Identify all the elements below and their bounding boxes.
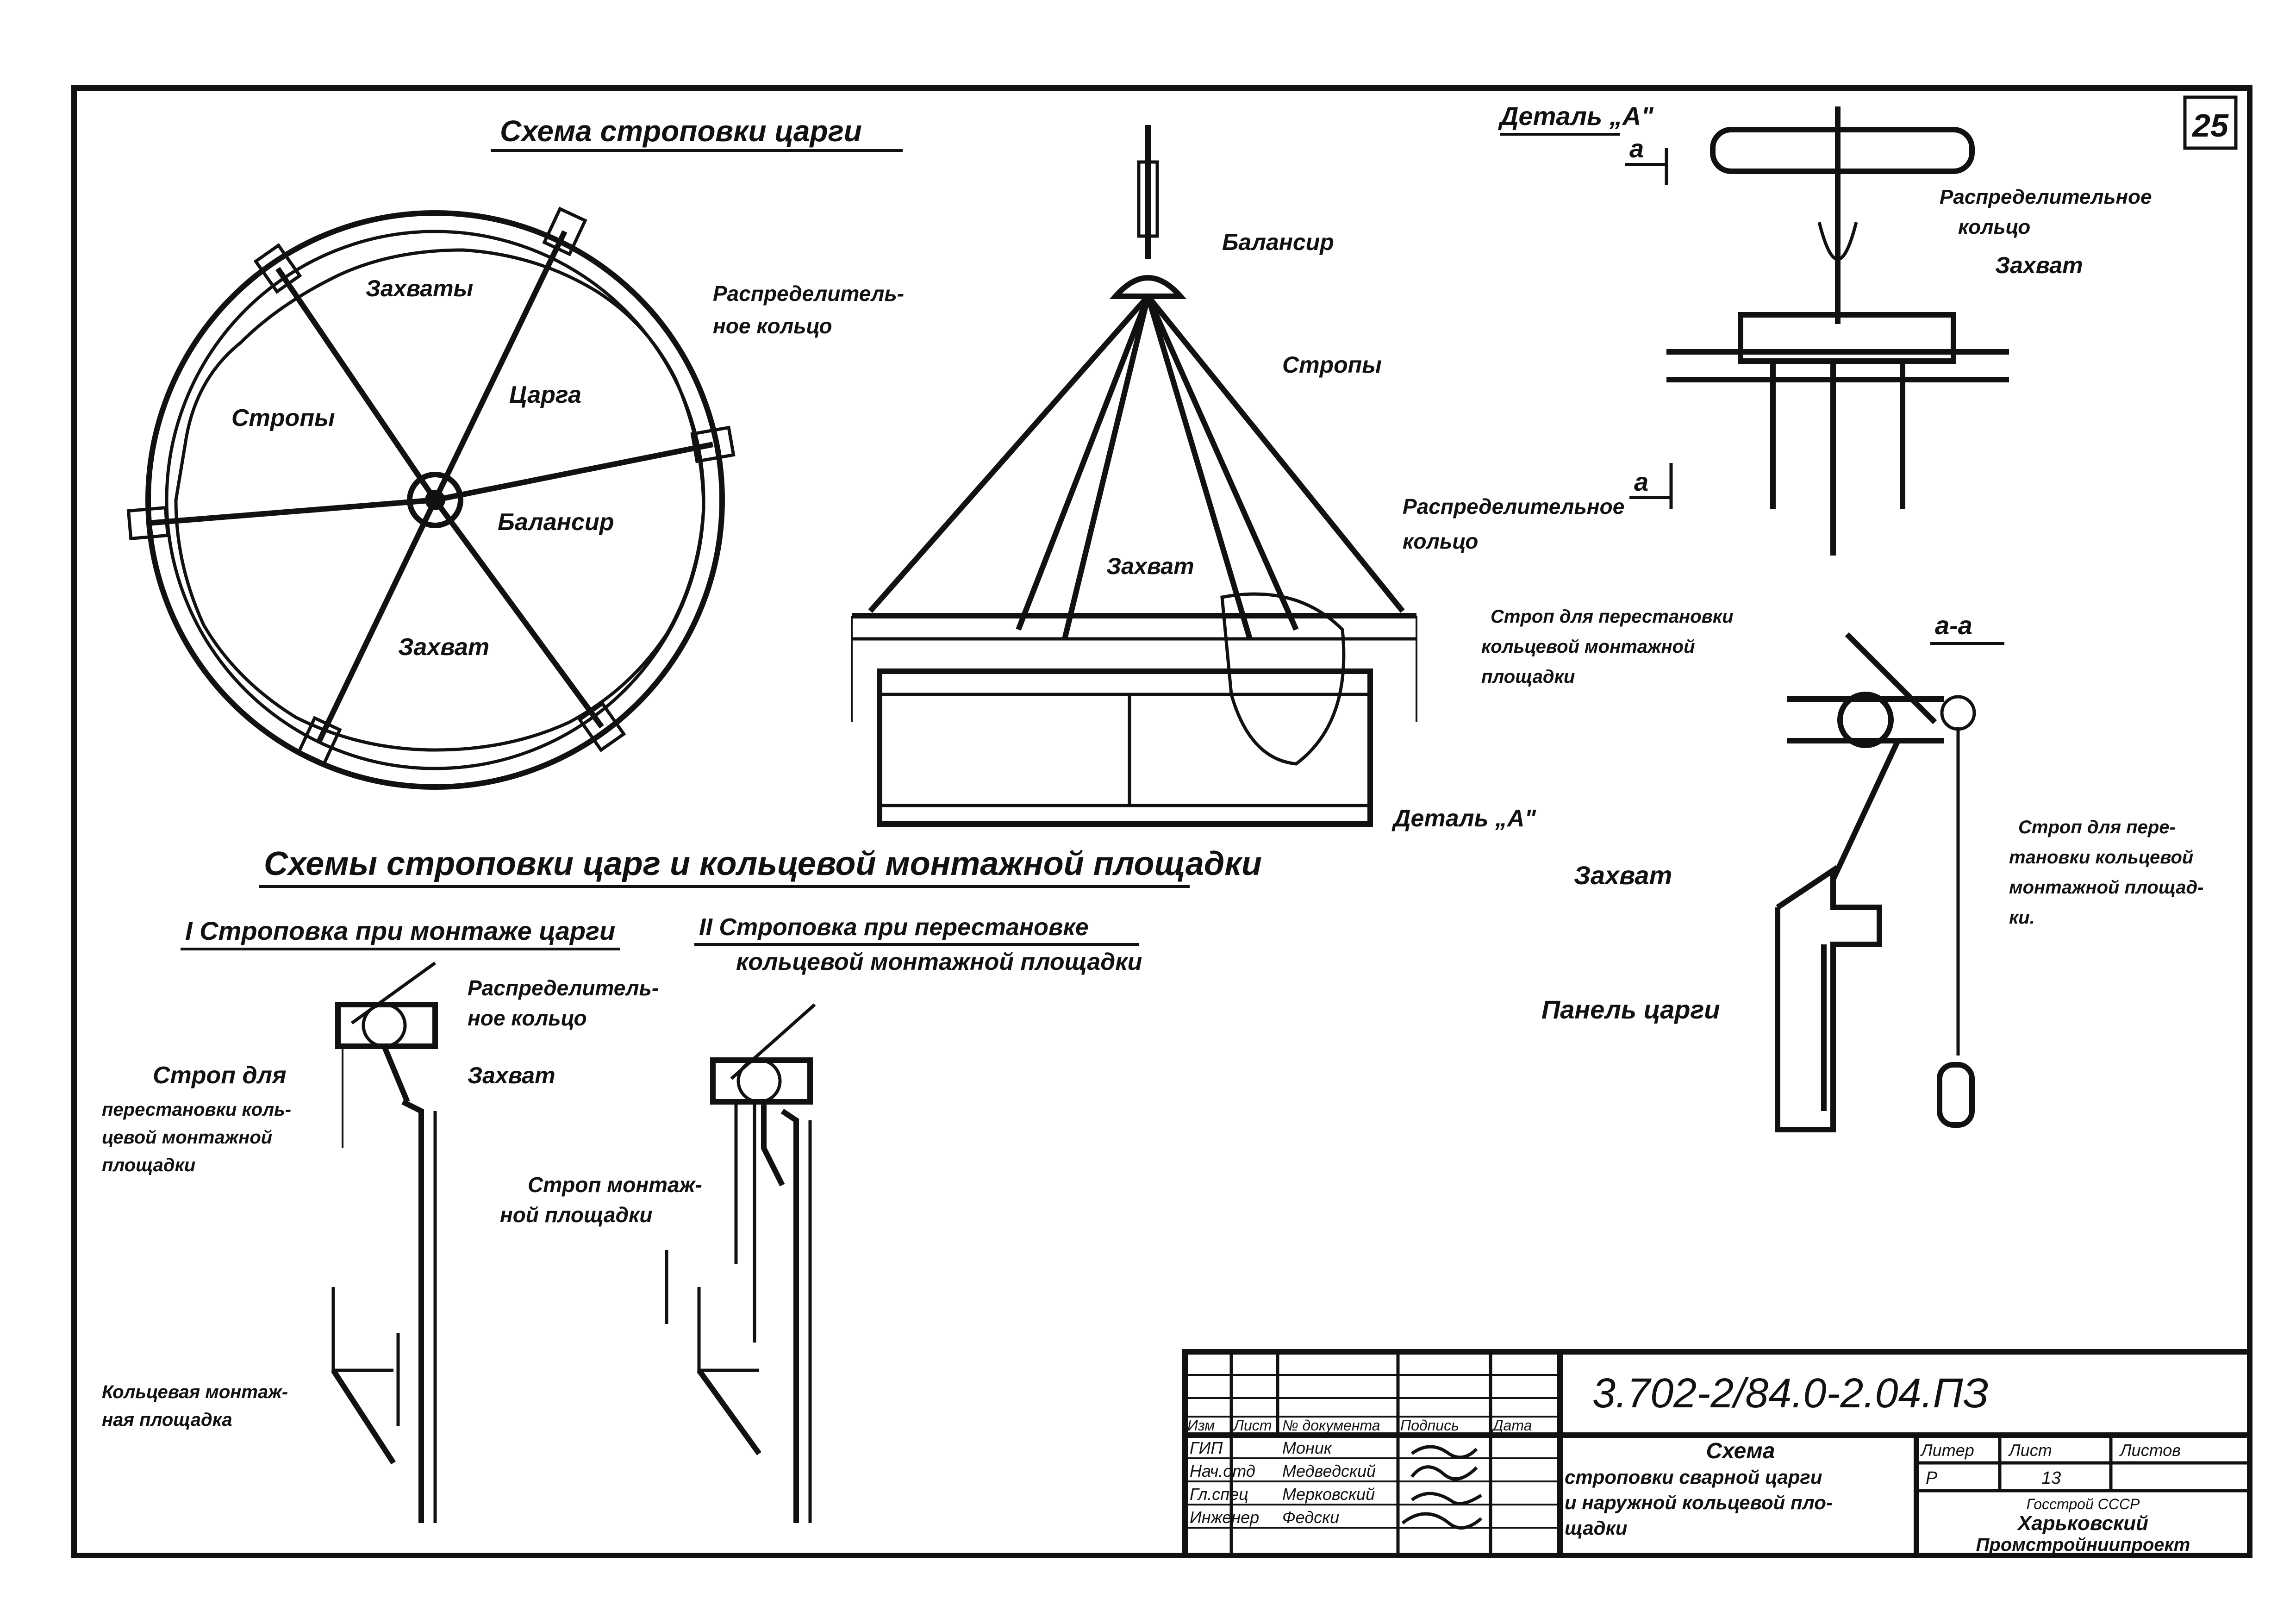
tsarga-shells [174,248,705,752]
tb-row-role: ГИП [1190,1438,1223,1457]
tb-row-name: Медведский [1282,1462,1376,1480]
elev-label-strop-1: Строп для перестановки [1491,606,1734,627]
tb-row-role: Инженер [1190,1508,1259,1527]
elevation-slings [868,294,1405,640]
tb-header-izm: Изм [1187,1417,1215,1434]
tb-org-1: Госстрой СССР [2027,1496,2140,1512]
elev-label-stropy: Стропы [1282,352,1382,378]
s1-label-strop-3: цевой монтажной [102,1127,272,1148]
s1-label-strop-2: перестановки коль- [102,1099,291,1120]
scheme2-title-1: II Строповка при перестановке [699,914,1089,941]
label-ring-2: ное кольцо [713,314,832,338]
tb-stage: Р [1926,1468,1938,1488]
signature-1 [1410,1445,1478,1459]
tb-sheet-header: Лист [2008,1441,2052,1460]
detail-ring [1710,127,1975,174]
s1-label-platform-1: Кольцевая монтаж- [102,1382,288,1402]
detail-label-ring-2: кольцо [1958,216,2030,238]
scheme2-drawing [665,1003,816,1523]
tb-stage-header: Литер [1920,1441,1974,1460]
s1-label-strop-1: Строп для [153,1062,287,1089]
tb-sheets-header: Листов [2119,1441,2181,1460]
plan-slings [148,230,714,742]
section-label-strop-1: Строп для пере- [2018,817,2176,837]
detail-label-ring-1: Распределительное [1940,186,2152,208]
sheet-frame: 25 [71,85,2252,1558]
section-label-strop-4: ки. [2009,907,2035,928]
tb-header-doc: № документа [1282,1417,1380,1434]
section-a-a-view: а-а Захват Панель царги Строп для пере- … [1541,611,2204,1132]
label-zakhvaty: Захваты [366,275,473,301]
tb-doc-title-2: строповки сварной царги [1565,1466,1822,1488]
elev-label-strop-2: кольцевой монтажной [1481,637,1695,657]
tb-row-name: Федски [1282,1508,1339,1527]
elev-label-ring-1: Распределительное [1403,494,1624,518]
section-label-strop-2: тановки кольцевой [2009,847,2193,868]
tb-doc-title-1: Схема [1706,1439,1775,1463]
label-zakhvat: Захват [398,634,489,661]
detail-title: Деталь „А" [1498,101,1654,131]
elevation-tsarga [877,668,1373,827]
signature-3 [1410,1492,1482,1505]
tb-doc-title-3: и наружной кольцевой пло- [1565,1492,1833,1513]
tsarga-outer-ring [145,210,725,790]
elev-label-strop-3: площадки [1481,667,1575,687]
detail-grip [1738,312,1956,364]
section-label-panel: Панель царги [1541,995,1720,1024]
tb-designation: 3.702-2/84.0-2.04.ПЗ [1592,1370,1989,1417]
elev-label-detail-ref: Деталь „А" [1391,805,1536,832]
detail-a-view: Деталь „А" а Распределительное кольцо За… [1498,101,2152,556]
elev-label-zakhvat: Захват [1106,553,1194,579]
scheme2-title-2: кольцевой монтажной площадки [736,949,1142,975]
s2-label-strop-1: Строп монтаж- [528,1173,702,1197]
detail-label-zakhvat: Захват [1995,252,2083,278]
section-mark-top: а [1629,134,1644,163]
s1-label-ring-1: Распределитель- [468,976,659,1000]
s1-label-ring-2: ное кольцо [468,1006,587,1030]
signature-2 [1410,1465,1478,1481]
label-ring-1: Распределитель- [713,281,904,306]
tb-sheet: 13 [2041,1468,2061,1488]
tb-header-list: Лист [1233,1417,1272,1434]
section-title: а-а [1935,611,1972,640]
elev-label-balansir: Балансир [1222,229,1334,255]
signature-4 [1401,1512,1483,1530]
section-mark-bottom: а [1634,467,1648,496]
scheme1-drawing [331,962,438,1523]
plan-grips [126,206,736,766]
section-label-zakhvat: Захват [1574,861,1672,890]
tb-org-3: Промстройниипроект [1976,1535,2190,1555]
label-stropy: Стропы [231,405,335,431]
elevation-view: Балансир Стропы Распределительное кольцо… [851,125,1734,832]
title-block: Изм Лист № документа Подпись Дата ГИП Мо… [1182,1349,2252,1558]
detail-a-callout [1220,592,1346,766]
s1-label-platform-2: ная площадка [102,1410,232,1430]
label-tsarga: Царга [509,381,581,408]
elevation-balancer [1109,275,1187,299]
s2-label-strop-2: ной площадки [500,1203,652,1227]
scheme1-title: I Строповка при монтаже царги [185,916,615,945]
tb-header-date: Дата [1491,1417,1532,1434]
tb-row-name: Мерковский [1282,1485,1375,1504]
section-hook [1937,1062,1975,1128]
schemes-heading: Схемы строповки царг и кольцевой монтажн… [264,845,1262,882]
section-panel [1775,865,1882,1132]
elev-label-ring-2: кольцо [1403,529,1478,553]
tb-row-name: Моник [1282,1438,1333,1457]
label-balansir: Балансир [498,509,614,536]
section-label-strop-3: монтажной площад- [2009,877,2204,898]
main-scheme-title: Схема строповки царги [500,114,862,148]
lower-schemes: Схемы строповки царг и кольцевой монтажн… [102,845,1262,1523]
plan-balancer [407,472,463,528]
tb-doc-title-4: щадки [1565,1517,1628,1539]
s1-label-strop-4: площадки [102,1155,195,1175]
s1-label-zakhvat: Захват [468,1062,555,1088]
tb-header-sign: Подпись [1400,1417,1459,1434]
tb-org-2: Харьковский [2016,1512,2148,1535]
sheet-number: 25 [2191,107,2229,144]
tb-row-role: Нач.отд [1190,1462,1255,1480]
plan-view-scheme: Схема строповки царги Захваты [126,114,904,790]
tb-row-role: Гл.спец [1190,1485,1248,1504]
